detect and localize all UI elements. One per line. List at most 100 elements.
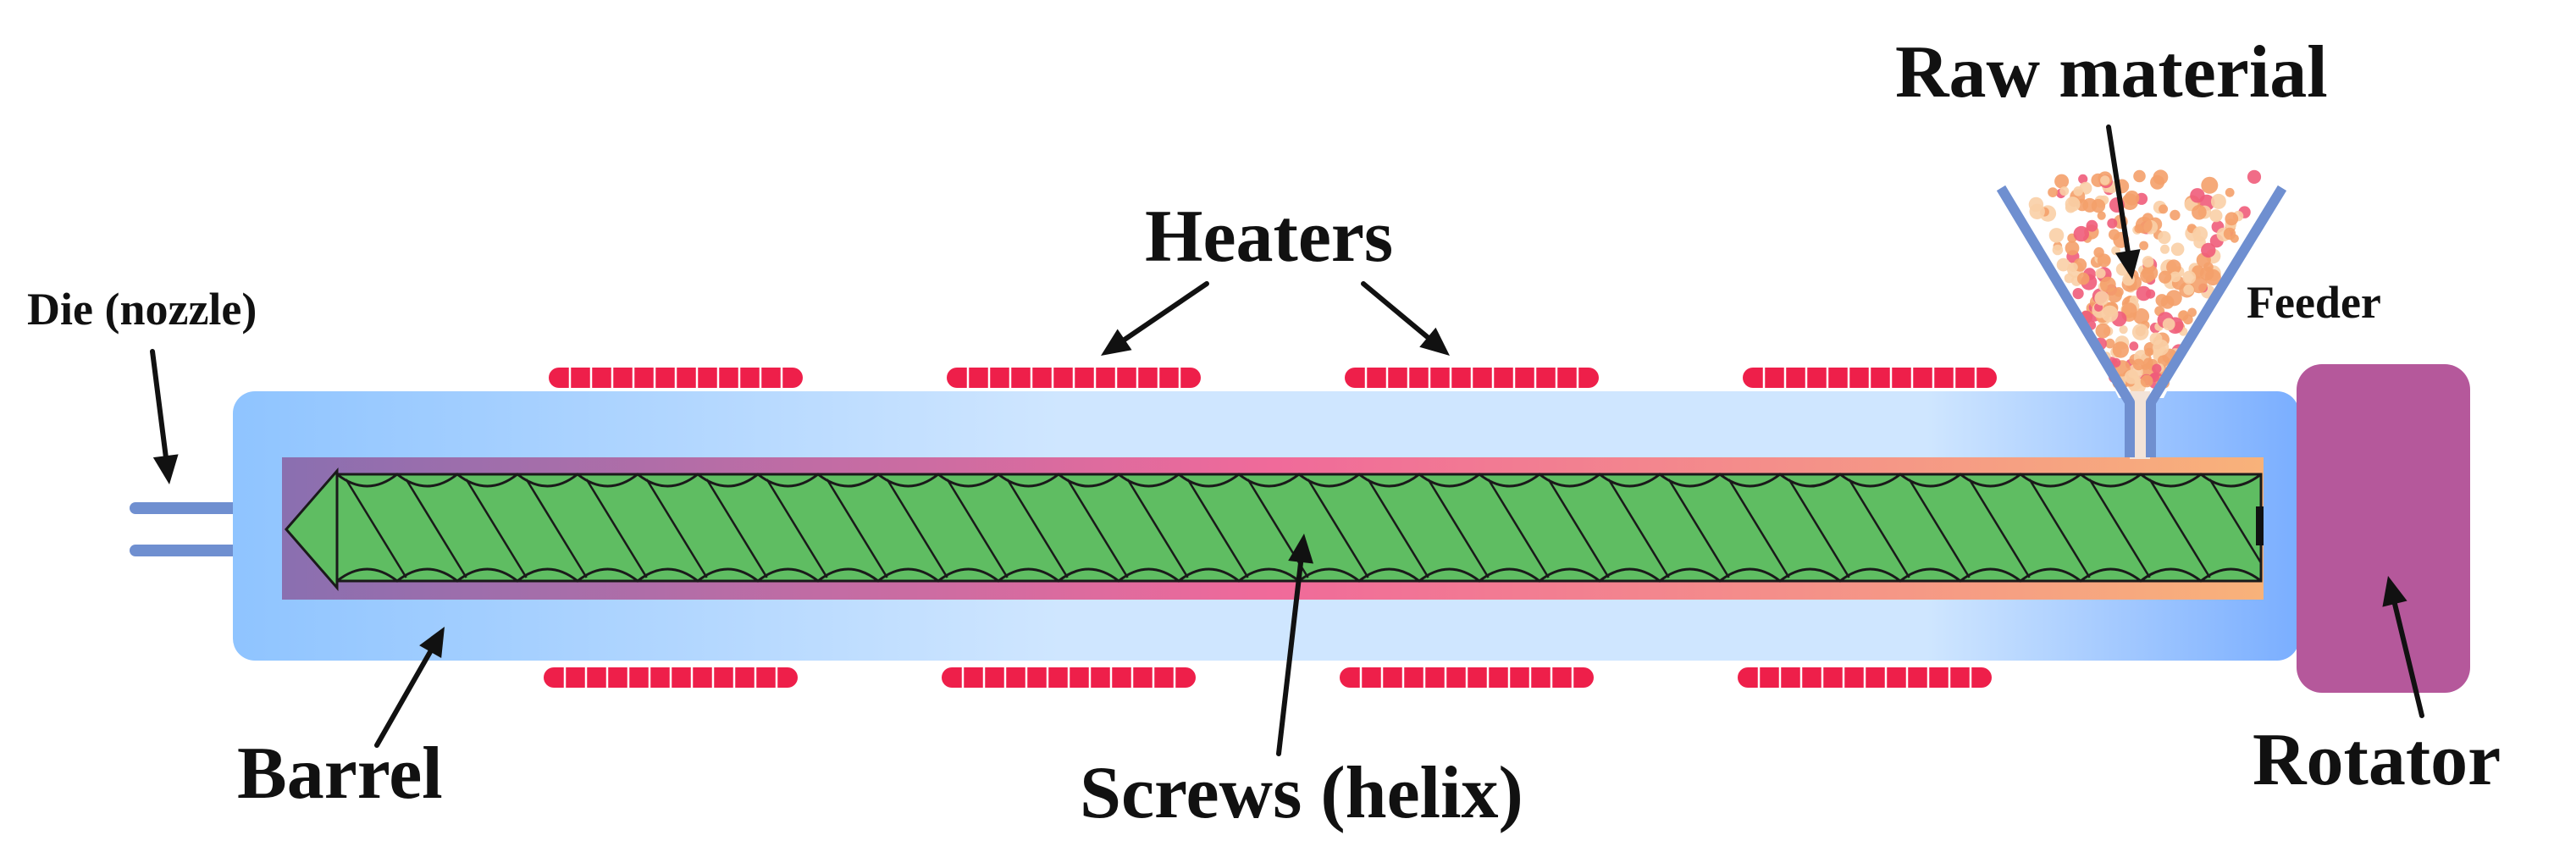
arrow-heater-right	[1361, 281, 1450, 356]
screw-flight-line	[525, 479, 588, 578]
pellet	[2059, 186, 2070, 196]
pellet	[2247, 169, 2262, 184]
pellet	[2124, 191, 2140, 206]
pellet	[2086, 219, 2098, 232]
pellet	[2182, 270, 2197, 285]
pellet	[2133, 169, 2146, 183]
pellet	[2129, 341, 2139, 351]
pellet	[2056, 257, 2070, 272]
pellet	[2133, 308, 2150, 324]
pellet	[2119, 325, 2128, 335]
pellet	[2158, 230, 2171, 245]
pellet	[2048, 187, 2059, 198]
pellet	[2225, 187, 2235, 197]
pellet	[2135, 216, 2153, 234]
pellet	[2190, 188, 2205, 203]
screw-flight-line	[1006, 479, 1069, 578]
heater-top-3	[1345, 368, 1599, 388]
arrow-raw-material	[2106, 124, 2141, 279]
heater-top-1	[549, 368, 803, 388]
arrow-die-nozzle	[150, 349, 179, 484]
pellet	[2131, 324, 2149, 340]
heater-top-4	[1743, 368, 1997, 388]
arrow-rotator	[2382, 576, 2424, 718]
screw-flight-line	[1487, 479, 1550, 578]
screw-helix	[285, 467, 2264, 592]
heater-bottom-3	[1340, 667, 1594, 688]
screw-flight-line	[2028, 479, 2091, 578]
pellet	[2159, 204, 2169, 214]
screw-flight-line	[585, 479, 648, 578]
screw-flight-line	[465, 479, 528, 578]
screw-flight-line	[946, 479, 1009, 578]
screw-flight-line	[2208, 479, 2261, 565]
label-raw-material: Raw material	[1895, 31, 2328, 113]
screw-flight-line	[1307, 479, 1369, 578]
pellet	[2201, 242, 2216, 258]
screw-flight-line	[645, 479, 708, 578]
screw-flight-line	[2088, 479, 2151, 578]
pellet	[2076, 272, 2090, 285]
pellet	[2144, 347, 2153, 357]
screw-flight-top	[336, 473, 2261, 488]
pellet	[2095, 268, 2106, 279]
pellet	[2159, 270, 2172, 284]
pellet	[2170, 242, 2185, 257]
label-barrel: Barrel	[237, 733, 443, 815]
label-rotator: Rotator	[2253, 719, 2501, 801]
pellet	[2082, 197, 2098, 213]
pellet	[2101, 305, 2119, 323]
pellet	[2078, 174, 2088, 184]
pellet	[2209, 209, 2223, 223]
pellet	[2052, 244, 2064, 256]
pellet	[2100, 175, 2110, 185]
pellet	[2140, 374, 2153, 388]
pellet	[2142, 256, 2154, 268]
pellet	[2136, 285, 2152, 301]
screw-flight-line	[1186, 479, 1249, 578]
pellet	[2064, 273, 2075, 284]
screw-flight-line	[1788, 479, 1850, 578]
label-heaters: Heaters	[1145, 196, 1394, 278]
label-feeder: Feeder	[2247, 277, 2381, 328]
screw-flight-line	[1848, 479, 1910, 578]
pellet	[2223, 227, 2236, 241]
pellet	[2124, 369, 2139, 384]
pellet	[2072, 288, 2084, 300]
raw-material-pellets	[2028, 169, 2262, 395]
screw-flight-line	[345, 479, 407, 578]
pellet	[2162, 318, 2175, 331]
pellet	[2121, 302, 2137, 318]
screw-flight-line	[1968, 479, 2031, 578]
pellet	[2054, 174, 2070, 189]
pellet	[2065, 241, 2080, 256]
pellet	[2107, 218, 2118, 229]
label-arrows	[150, 124, 2424, 756]
screw-flight-line	[1367, 479, 1429, 578]
screw-flight-line	[1126, 479, 1189, 578]
pellet	[2149, 332, 2163, 346]
pellet	[2160, 244, 2170, 254]
feeder-hopper	[1996, 169, 2287, 459]
pellet	[2068, 263, 2078, 272]
pellet	[2132, 358, 2145, 371]
screw-flight-line	[1727, 479, 1790, 578]
pellet	[2095, 323, 2111, 339]
pellet	[2199, 266, 2214, 281]
heater-bottom-1	[544, 667, 798, 688]
screw-flight-line	[766, 479, 828, 578]
pellet	[2065, 196, 2081, 212]
heater-top-2	[947, 368, 1201, 388]
heater-bottom-4	[1738, 667, 1992, 688]
screw-flight-line	[1066, 479, 1129, 578]
heater-bottom-2	[942, 667, 1196, 688]
pellet	[2187, 307, 2197, 318]
screw-flight-line	[405, 479, 467, 578]
pellet	[2152, 363, 2162, 373]
pellet	[2182, 314, 2193, 325]
heaters	[544, 368, 1997, 688]
pellet	[2166, 259, 2181, 275]
pellet	[2140, 268, 2154, 284]
